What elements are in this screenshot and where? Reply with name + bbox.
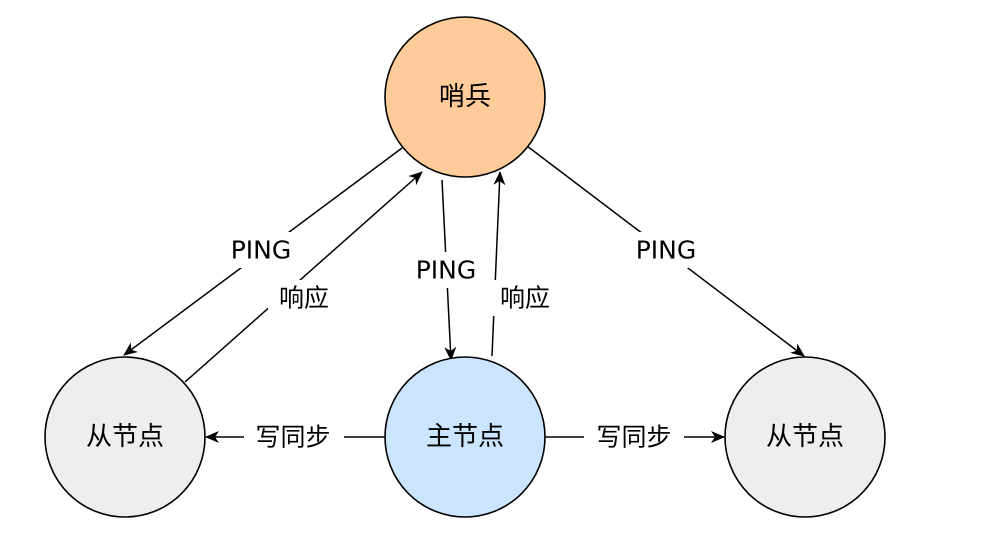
node-sentinel-label: 哨兵 <box>439 82 491 112</box>
node-master-circle <box>384 356 546 518</box>
edge-ping-left: PING <box>123 147 403 356</box>
node-slave-left[interactable]: 从节点 <box>44 356 206 518</box>
edge-ping-master-label: PING <box>416 256 477 285</box>
node-slave-right[interactable]: 从节点 <box>724 356 886 518</box>
node-master-label: 主节点 <box>426 422 504 452</box>
node-slave-left-label: 从节点 <box>86 422 164 452</box>
edge-response-master-label: 响应 <box>500 284 550 313</box>
edge-response-left-label: 响应 <box>279 284 329 313</box>
node-slave-right-label: 从节点 <box>766 422 844 452</box>
node-master[interactable]: 主节点 <box>384 356 546 518</box>
edge-ping-right: PING <box>526 145 805 357</box>
edge-ping-master: PING <box>404 179 488 361</box>
edge-sync-left: 写同步 <box>205 419 385 455</box>
node-sentinel[interactable]: 哨兵 <box>384 16 546 178</box>
edge-response-left: 响应 <box>184 171 423 383</box>
edge-ping-left-label: PING <box>231 236 292 265</box>
edge-ping-right-label: PING <box>636 236 697 265</box>
edge-response-left-line <box>184 171 423 383</box>
node-slave-right-circle <box>724 356 886 518</box>
edge-sync-right: 写同步 <box>545 419 725 455</box>
node-sentinel-circle <box>384 16 546 178</box>
edge-sync-left-label: 写同步 <box>255 423 330 452</box>
edge-sync-right-label: 写同步 <box>596 423 671 452</box>
edge-response-master: 响应 <box>489 171 561 357</box>
edge-response-master-line <box>491 171 506 357</box>
node-slave-left-circle <box>44 356 206 518</box>
